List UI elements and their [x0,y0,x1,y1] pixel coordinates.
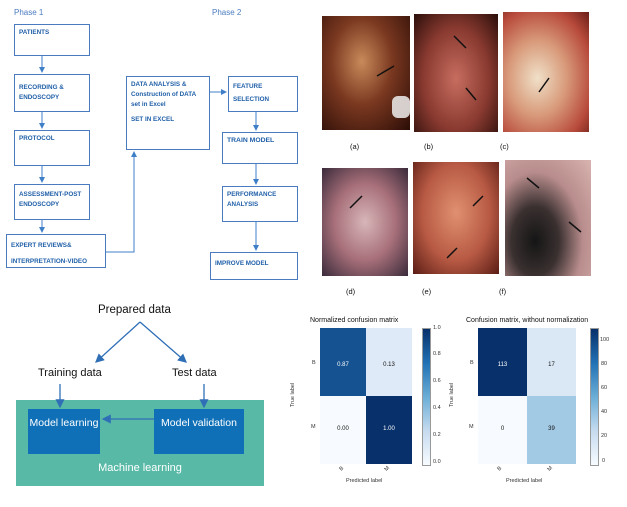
cm2-cbtick: 0 [602,458,606,464]
cm2-heat-cell [527,328,576,396]
expert-box: EXPERT REVIEWS& INTERPRETATION-VIDEO [6,234,106,268]
cm1-heat-cell [320,328,366,396]
prepared-data-label: Prepared data [98,304,171,316]
cm1-cbtick: 0.4 [433,405,441,411]
train-box: TRAIN MODEL [222,132,298,164]
cm2-heat-cell [478,328,527,396]
arrow-marker-a [376,65,395,77]
cm1-cbtick: 0.8 [433,351,441,357]
cm2-heat-cell [527,396,576,464]
arrow-5 [106,151,137,253]
data-analysis-text: DATA ANALYSIS & Construction of DATA set… [131,81,196,108]
feature-box: FEATURE SELECTION [228,76,298,112]
cm2-cbtick: 40 [601,409,608,415]
recording-box: RECORDING & ENDOSCOPY [14,74,90,112]
cm2-ytick-b: B [470,360,474,366]
model-learning-box: Model learning [28,409,100,454]
cm1-ylabel: True label [290,382,297,408]
cm1-xtick-m: M [383,465,392,473]
assessment-box: ASSESSMENT-POST ENDOSCOPY [14,184,90,220]
caption-f: (f) [499,287,507,296]
cm2-colorbar [590,328,599,466]
cm1-colorbar [422,328,431,466]
cm1-cell-b-b: 0.87 [337,362,349,368]
cm2-cell-b-b: 113 [497,362,508,368]
endoscopy-photo-f [505,160,591,276]
cm1-heat-cell [366,328,412,396]
caption-b: (b) [424,142,434,151]
cm2-heat-cell [478,396,527,464]
cm1-grid [320,328,412,464]
cm2-cbtick: 100 [600,337,610,343]
protocol-box: PROTOCOL [14,130,90,166]
cm1-cell-b-m: 0.13 [383,362,395,368]
cm2-cbtick: 20 [601,433,608,439]
improve-box: IMPROVE MODEL [210,252,298,280]
caption-d: (d) [346,287,356,296]
cm1-cbtick: 1.0 [433,325,441,331]
endoscopy-photo-e [413,162,499,274]
caption-a: (a) [350,142,360,151]
cm2-xlabel: Predicted label [506,478,543,484]
cm2-ytick-m: M [469,424,474,430]
caption-e: (e) [422,287,432,296]
cm1-ytick-b: B [312,360,316,366]
cm1-heat-cell [366,396,412,464]
cm1-cell-m-b: 0.00 [337,426,349,432]
cm1-cbtick: 0.0 [433,459,441,465]
cm2-xtick-b: B [496,465,504,473]
cm2-title: Confusion matrix, without normalization [466,317,589,324]
ml-arrows [55,321,209,424]
cm1-cbtick: 0.6 [433,378,441,384]
cm2-cell-b-m: 17 [548,362,555,368]
cm1-title: Normalized confusion matrix [310,317,399,324]
cm1-heat-cell [320,396,366,464]
endoscopy-photo-c [503,12,589,132]
training-data-label: Training data [38,367,102,379]
performance-box: PERFORMANCE ANALYSIS [222,186,298,222]
model-validation-box: Model validation [154,409,244,454]
phase1-label: Phase 1 [14,8,44,17]
machine-learning-label: Machine learning [98,462,182,474]
flowchart-arrows [39,56,259,253]
caption-c: (c) [500,142,509,151]
cm2-cell-m-m: 39 [548,426,555,432]
cm1-ytick-m: M [311,424,316,430]
cm1-xlabel: Predicted label [346,478,383,484]
cm2-cbtick: 80 [601,361,608,367]
data-analysis-box: DATA ANALYSIS & Construction of DATA set… [126,76,210,150]
set-in-excel-text: SET IN EXCEL [131,116,175,124]
endoscopy-photo-d [322,168,408,276]
cm2-cell-m-b: 0 [500,426,505,432]
test-data-label: Test data [172,367,217,379]
cm2-ylabel: True label [449,382,456,408]
endoscopy-photo-b [414,14,498,132]
cm2-grid [478,328,576,464]
cm2-cbtick: 60 [601,385,608,391]
phase2-label: Phase 2 [212,8,242,17]
endoscopy-photo-a [322,16,410,130]
cm1-cell-m-m: 1.00 [383,426,395,432]
cm1-xtick-b: B [338,465,346,473]
cm2-xtick-m: M [546,465,555,473]
cm1-cbtick: 0.2 [433,432,441,438]
patients-box: PATIENTS [14,24,90,56]
